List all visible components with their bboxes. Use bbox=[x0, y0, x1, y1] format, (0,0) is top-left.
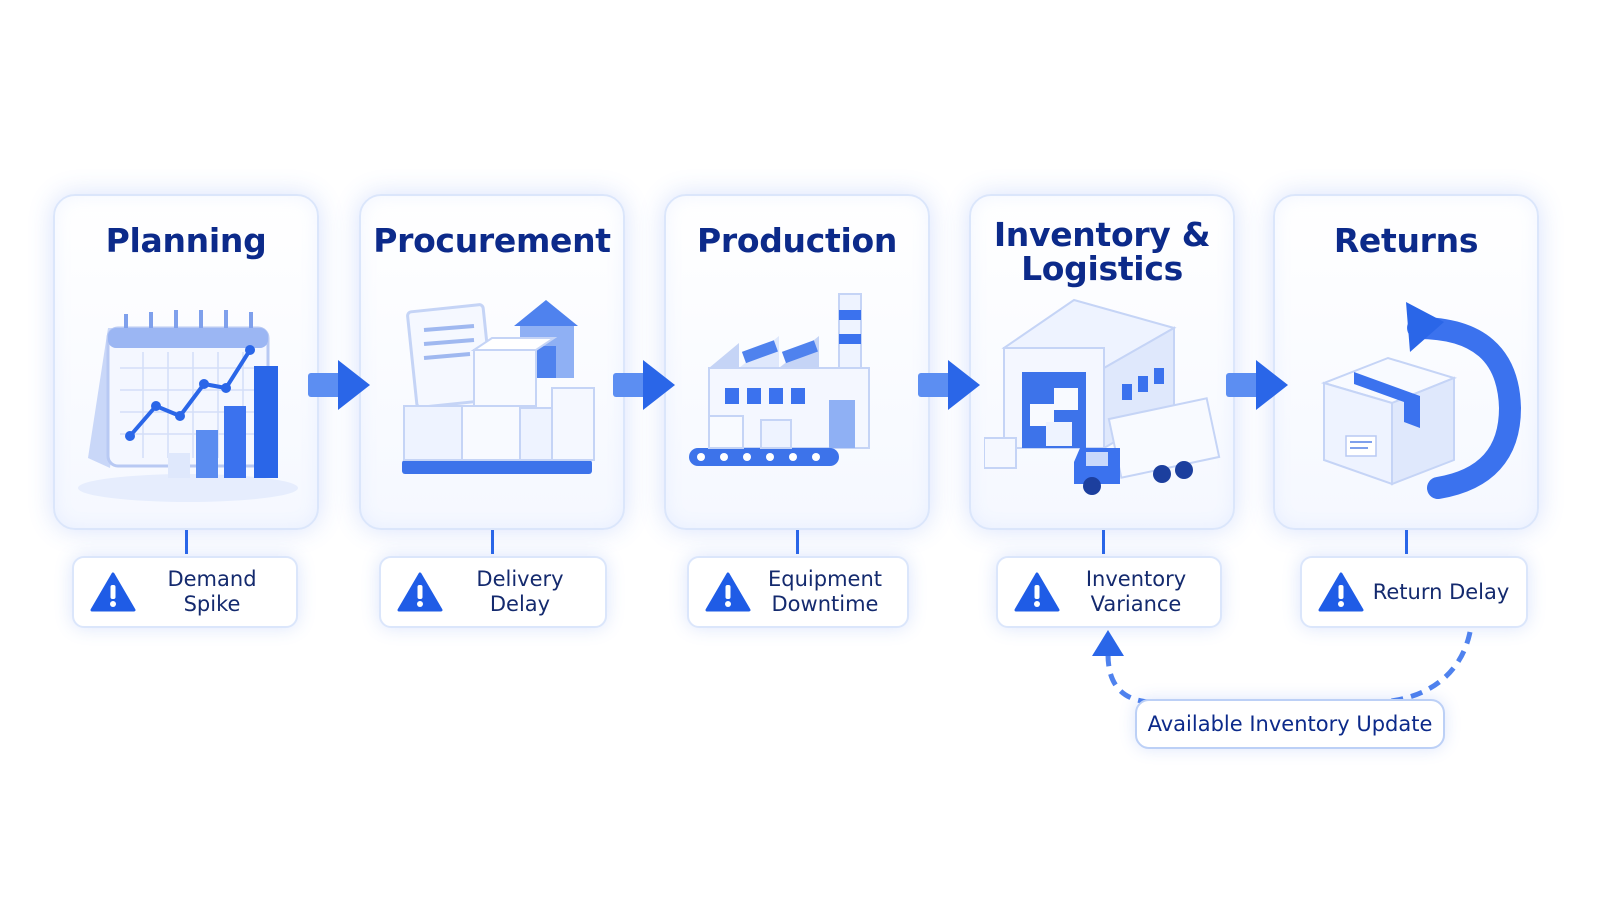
feedback-label-pill: Available Inventory Update bbox=[1135, 699, 1445, 749]
warning-icon bbox=[397, 572, 443, 612]
warning-icon bbox=[1318, 572, 1364, 612]
connector-line bbox=[1102, 530, 1105, 554]
stage-title: Returns bbox=[1333, 221, 1479, 260]
stage-title-line1: Inventory & bbox=[993, 215, 1211, 254]
stage-title: Production bbox=[696, 221, 898, 260]
connector-line bbox=[796, 530, 799, 554]
feedback-label: Available Inventory Update bbox=[1147, 712, 1433, 736]
issue-badge-delivery-delay: Delivery Delay bbox=[379, 556, 607, 628]
stage-title: Inventory & Logistics bbox=[971, 218, 1233, 286]
boxes-pallet-icon bbox=[402, 300, 595, 474]
warning-icon bbox=[705, 572, 751, 612]
stage-card-returns: Returns bbox=[1273, 194, 1539, 530]
flow-arrow-icon bbox=[1226, 360, 1288, 410]
connector-line bbox=[1405, 530, 1408, 554]
issue-badge-demand-spike: Demand Spike bbox=[72, 556, 298, 628]
connector-line bbox=[185, 530, 188, 554]
warning-icon bbox=[90, 572, 136, 612]
issue-label-line1: Equipment bbox=[768, 567, 882, 591]
warehouse-truck-icon bbox=[984, 298, 1221, 495]
flow-arrow-icon bbox=[308, 360, 370, 410]
warning-icon bbox=[1014, 572, 1060, 612]
issue-label: Inventory Variance bbox=[1060, 567, 1220, 617]
issue-badge-equipment-downtime: Equipment Downtime bbox=[687, 556, 909, 628]
issue-label-line2: Variance bbox=[1090, 592, 1182, 616]
issue-label-line2: Downtime bbox=[771, 592, 879, 616]
issue-label: Demand Spike bbox=[167, 567, 257, 616]
flow-arrow-icon bbox=[613, 360, 675, 410]
return-box-icon bbox=[1320, 302, 1522, 499]
issue-badge-inventory-variance: Inventory Variance bbox=[996, 556, 1222, 628]
stage-title: Procurement bbox=[373, 221, 611, 260]
issue-label: Delivery Delay bbox=[476, 567, 564, 616]
issue-label-line1: Inventory bbox=[1085, 567, 1187, 591]
connector-line bbox=[491, 530, 494, 554]
stage-card-inventory-logistics: Inventory & Logistics bbox=[969, 194, 1235, 530]
flow-arrow-icon bbox=[918, 360, 980, 410]
issue-label: Equipment Downtime bbox=[751, 567, 907, 617]
stage-card-production: Production bbox=[664, 194, 930, 530]
stage-title-line2: Logistics bbox=[1021, 249, 1183, 288]
factory-conveyor-icon bbox=[689, 293, 870, 466]
stage-card-procurement: Procurement bbox=[359, 194, 625, 530]
stage-card-planning: Planning bbox=[53, 194, 319, 530]
calendar-chart-icon bbox=[78, 310, 298, 502]
issue-badge-return-delay: Return Delay bbox=[1300, 556, 1528, 628]
issue-label: Return Delay bbox=[1372, 579, 1510, 604]
stage-title: Planning bbox=[105, 221, 267, 260]
